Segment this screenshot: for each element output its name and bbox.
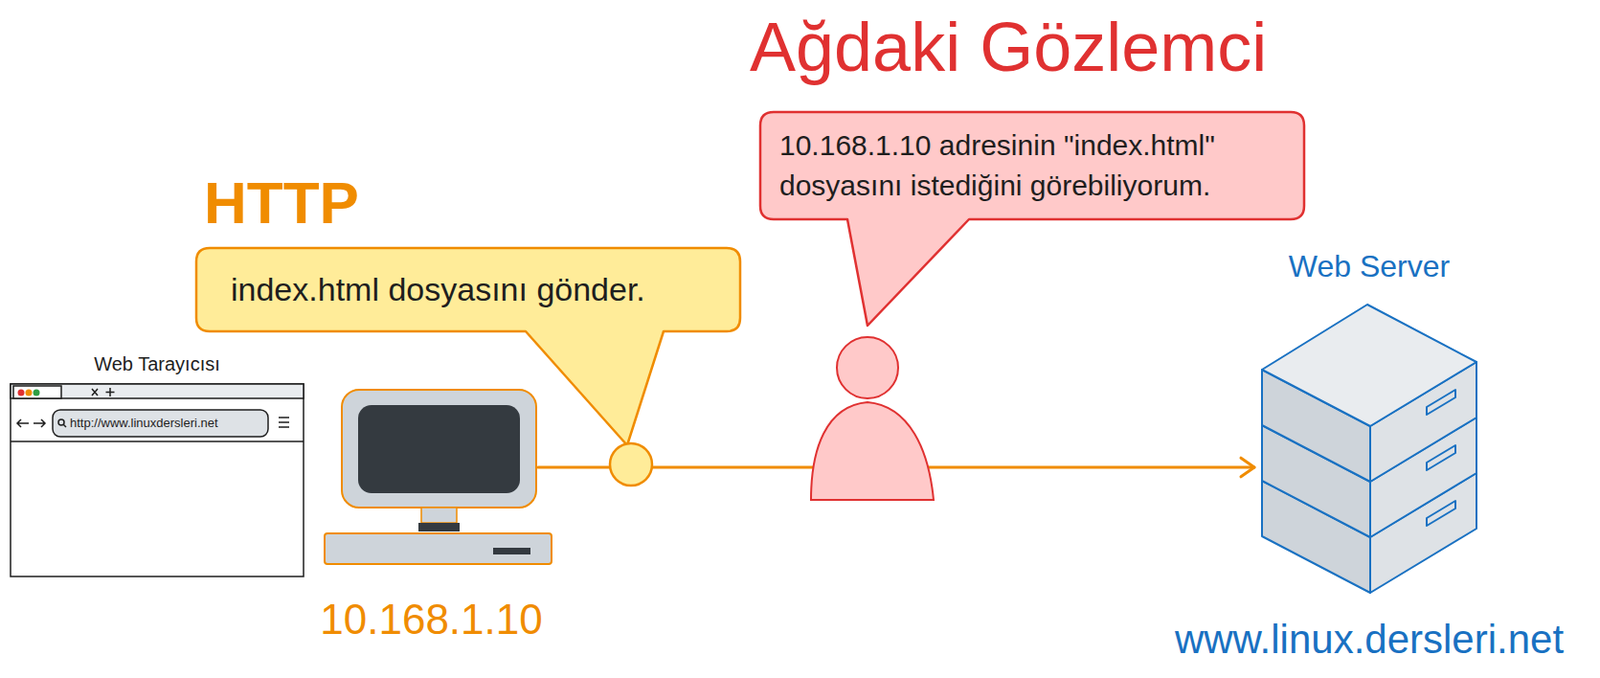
forward-arrow: [33, 419, 46, 428]
drive-slot: [493, 547, 531, 555]
browser-sketch: [10, 383, 304, 577]
browser-heading: Web Tarayıcısı: [10, 351, 304, 377]
server-heading: Web Server: [1254, 247, 1485, 286]
observer-title: Ağdaki Gözlemci: [749, 5, 1267, 89]
window-dot: [18, 389, 25, 397]
server-slot: [1426, 389, 1456, 415]
new-tab-icon: [106, 387, 115, 397]
callout-shape: [760, 112, 1305, 326]
address-text: http://www.linuxdersleri.net: [69, 410, 219, 436]
observer-body: [811, 402, 934, 500]
request-callout: index.html dosyasını gönder.: [196, 247, 741, 332]
client-computer: 10.168.1.10: [324, 387, 539, 566]
browser-frame: [10, 383, 304, 577]
back-arrow: [17, 419, 29, 428]
protocol-label: HTTP: [203, 168, 360, 238]
observer-figure: [811, 337, 934, 500]
computer-icon: [324, 389, 552, 564]
server-top: [1261, 304, 1477, 427]
window-dot: [25, 389, 33, 397]
menu-icon: [278, 417, 290, 428]
observer-callout: 10.168.1.10 adresinin "index.html" dosya…: [760, 112, 1305, 220]
packet-dot: [609, 443, 653, 486]
ip-address: 10.168.1.10: [319, 594, 542, 645]
callout-text: index.html dosyasını gönder.: [230, 270, 718, 310]
toolbar-divider: [10, 440, 304, 443]
screen: [358, 405, 520, 494]
window-dot: [33, 389, 41, 397]
server-slot: [1426, 500, 1456, 526]
monitor: [341, 389, 537, 508]
monitor-stand: [418, 522, 460, 532]
tab-close-icon: [91, 388, 98, 396]
server-slot: [1426, 445, 1456, 471]
callout-text: 10.168.1.10 adresinin "index.html" dosya…: [779, 125, 1285, 206]
server-domain: www.linux.dersleri.net: [1174, 614, 1564, 665]
computer-base: [324, 533, 552, 564]
browser-tab: [13, 385, 62, 399]
arrowhead: [1240, 457, 1255, 477]
address-bar: [52, 409, 269, 437]
observer-head: [836, 337, 899, 399]
server-icon: [1261, 304, 1477, 593]
search-icon: [63, 424, 67, 428]
web-server: Web Serverwww.linux.dersleri.net: [1254, 247, 1485, 599]
tab-strip: [10, 383, 304, 399]
web-browser: Web Tarayıcısıhttp://www.linuxdersleri.n…: [10, 383, 304, 577]
monitor-neck: [421, 507, 457, 523]
